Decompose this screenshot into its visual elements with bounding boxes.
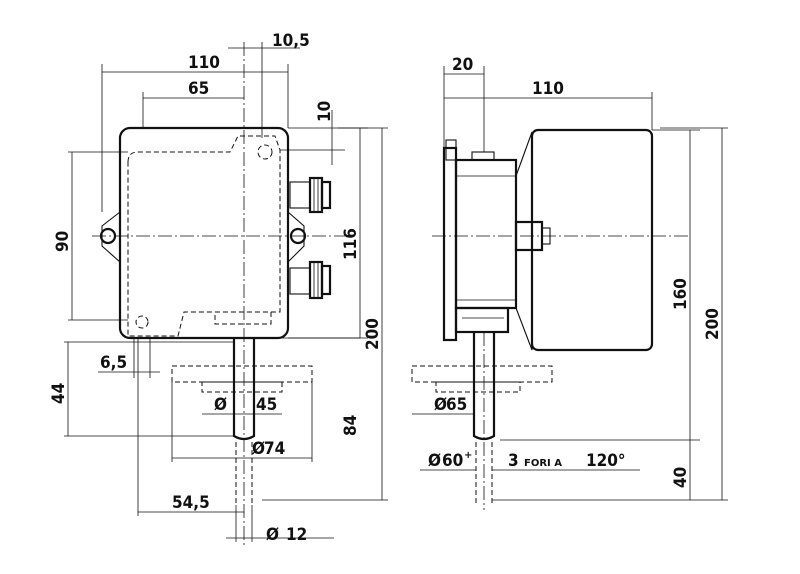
dim-side-60-sup: + xyxy=(464,450,472,461)
front-bottom-boss xyxy=(135,315,149,329)
front-housing xyxy=(118,126,290,340)
front-top-boss xyxy=(257,144,273,160)
dim-front-90: 90 xyxy=(53,231,73,252)
side-flange-inner xyxy=(435,381,521,393)
dim-side-200: 200 xyxy=(703,308,723,340)
dim-front-12: 12 xyxy=(286,525,307,545)
side-plate xyxy=(442,146,458,342)
dim-front-45: 45 xyxy=(256,395,277,415)
dim-front-45-symbol: Ø xyxy=(214,395,227,415)
dim-side-60: 60 xyxy=(442,451,463,471)
front-flange-inner xyxy=(201,381,283,393)
dim-side-160: 160 xyxy=(671,278,691,310)
dim-front-54-5: 54,5 xyxy=(172,493,210,513)
side-flange xyxy=(411,365,553,383)
side-bottom-block xyxy=(454,306,510,334)
dim-side-holes-text: FORI A xyxy=(524,458,562,469)
front-cover-outline xyxy=(127,135,281,337)
dim-side-65: 65 xyxy=(446,395,467,415)
dim-front-74-symbol: Ø xyxy=(252,439,265,459)
dim-front-10: 10 xyxy=(315,101,335,122)
dim-front-44: 44 xyxy=(49,383,69,404)
front-bottom-strip xyxy=(214,311,272,325)
side-taper xyxy=(515,131,533,351)
dim-side-65-symbol: Ø xyxy=(434,395,447,415)
cable-gland-upper xyxy=(289,176,332,214)
dim-side-20: 20 xyxy=(452,55,473,75)
dim-front-110: 110 xyxy=(188,53,220,73)
dim-front-12-symbol: Ø xyxy=(266,525,279,545)
dim-front-6-5: 6,5 xyxy=(100,353,127,373)
front-shaft xyxy=(232,338,256,441)
dim-front-116: 116 xyxy=(341,228,361,260)
dim-side-holes-angle: 120° xyxy=(586,451,626,471)
dim-side-110: 110 xyxy=(532,79,564,99)
dim-side-holes-count: 3 xyxy=(508,451,519,471)
dim-front-65: 65 xyxy=(188,79,209,99)
side-top-boss xyxy=(471,151,495,161)
side-view: 20 110 160 200 40 Ø 65 Ø 60 3 120° + FOR… xyxy=(411,55,728,510)
cable-gland-lower xyxy=(289,260,332,300)
dim-front-shaft-offset: 10,5 xyxy=(272,31,310,51)
side-cover xyxy=(530,128,654,352)
dim-front-74: 74 xyxy=(264,439,285,459)
front-lug-left xyxy=(101,211,121,263)
dim-side-60-symbol: Ø xyxy=(428,451,441,471)
dim-front-84: 84 xyxy=(341,415,361,436)
dim-side-40: 40 xyxy=(671,467,691,488)
front-view: 110 65 10,5 10 116 200 90 44 6,5 Ø 45 Ø … xyxy=(49,31,388,545)
side-body xyxy=(454,158,518,310)
front-flange xyxy=(171,365,313,383)
dim-front-200: 200 xyxy=(363,318,383,350)
side-plate-tab xyxy=(445,139,457,161)
